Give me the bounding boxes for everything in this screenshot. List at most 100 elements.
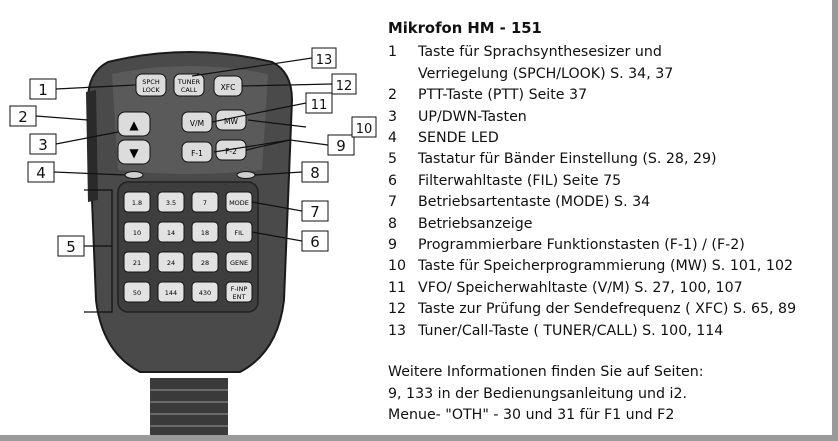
key-144[interactable]: 144 xyxy=(157,281,185,303)
status-led xyxy=(236,171,256,179)
f2-key[interactable]: F-2 xyxy=(215,139,247,161)
svg-text:V/M: V/M xyxy=(190,119,204,128)
svg-text:144: 144 xyxy=(165,289,177,297)
key-10[interactable]: 10 xyxy=(123,221,151,243)
svg-text:4: 4 xyxy=(36,164,46,182)
svg-text:11: 11 xyxy=(311,98,328,113)
keypad: 1.8 3.5 7 10 14 18 21 24 28 50 144 430 M… xyxy=(123,191,253,303)
gene-key[interactable]: GENE xyxy=(225,251,253,273)
key-14[interactable]: 14 xyxy=(157,221,185,243)
page-title: Mikrofon HM - 151 xyxy=(388,20,542,37)
f1-key[interactable]: F-1 xyxy=(181,141,213,163)
key-3-5[interactable]: 3.5 xyxy=(157,191,185,213)
svg-text:21: 21 xyxy=(133,259,141,267)
svg-text:SPCH: SPCH xyxy=(142,78,160,86)
svg-text:▲: ▲ xyxy=(129,118,139,132)
svg-text:12: 12 xyxy=(336,79,353,94)
svg-text:▼: ▼ xyxy=(129,146,139,160)
list-item: Verriegelung (SPCH/LOOK) S. 34, 37 xyxy=(418,65,674,82)
key-21[interactable]: 21 xyxy=(123,251,151,273)
callout-7: 7 xyxy=(301,200,329,222)
key-28[interactable]: 28 xyxy=(191,251,219,273)
callout-9: 9 xyxy=(327,134,355,156)
svg-text:ENT: ENT xyxy=(233,293,246,301)
callout-5: 5 xyxy=(57,235,85,257)
svg-text:1.8: 1.8 xyxy=(132,199,142,207)
svg-text:7: 7 xyxy=(310,203,320,221)
svg-text:7: 7 xyxy=(203,199,207,207)
svg-text:XFC: XFC xyxy=(221,83,236,92)
up-key[interactable]: ▲ xyxy=(117,111,151,137)
down-key[interactable]: ▼ xyxy=(117,139,151,165)
key-1-8[interactable]: 1.8 xyxy=(123,191,151,213)
svg-text:28: 28 xyxy=(201,259,209,267)
ptt-side-bar xyxy=(86,90,98,202)
callout-12: 12 xyxy=(331,73,357,95)
callout-4: 4 xyxy=(27,161,55,183)
svg-text:MW: MW xyxy=(224,117,238,126)
svg-text:14: 14 xyxy=(167,229,175,237)
svg-text:10: 10 xyxy=(133,229,141,237)
key-50[interactable]: 50 xyxy=(123,281,151,303)
svg-text:GENE: GENE xyxy=(230,259,248,267)
microphone-illustration: SPCH LOCK TUNER CALL XFC ▲ ▼ V/M MW F-1 … xyxy=(0,0,380,435)
svg-text:5: 5 xyxy=(66,238,76,256)
svg-text:8: 8 xyxy=(310,164,320,182)
key-430[interactable]: 430 xyxy=(191,281,219,303)
note-line: Menue- "OTH" - 30 und 31 für F1 und F2 xyxy=(388,406,675,423)
svg-text:F-INP: F-INP xyxy=(231,285,248,293)
callout-2: 2 xyxy=(9,105,37,127)
svg-text:F-2: F-2 xyxy=(225,147,237,156)
callout-6: 6 xyxy=(301,230,329,252)
callout-13: 13 xyxy=(311,47,337,69)
mw-key[interactable]: MW xyxy=(215,109,247,131)
xfc-key[interactable]: XFC xyxy=(213,75,243,97)
spacer xyxy=(388,342,828,362)
callout-8: 8 xyxy=(301,161,329,183)
key-7[interactable]: 7 xyxy=(191,191,219,213)
svg-text:MODE: MODE xyxy=(229,199,249,207)
svg-text:LOCK: LOCK xyxy=(142,86,160,94)
note-line: 9, 133 in der Bedienungsanleitung und i2… xyxy=(388,385,688,402)
frame-shadow-right xyxy=(832,0,838,441)
svg-text:24: 24 xyxy=(167,259,175,267)
fil-key[interactable]: FIL xyxy=(225,221,253,243)
svg-text:2: 2 xyxy=(18,108,28,126)
svg-text:6: 6 xyxy=(310,233,320,251)
spch-lock-key[interactable]: SPCH LOCK xyxy=(135,73,167,97)
mode-key[interactable]: MODE xyxy=(225,191,253,213)
svg-text:3: 3 xyxy=(38,136,48,154)
callout-3: 3 xyxy=(29,133,57,155)
note-line: Weitere Informationen finden Sie auf Sei… xyxy=(388,364,704,381)
cable xyxy=(150,378,228,435)
svg-text:430: 430 xyxy=(199,289,211,297)
tuner-call-key[interactable]: TUNER CALL xyxy=(173,73,205,97)
vm-key[interactable]: V/M xyxy=(181,111,213,133)
svg-text:9: 9 xyxy=(336,137,346,155)
svg-text:3.5: 3.5 xyxy=(166,199,176,207)
key-18[interactable]: 18 xyxy=(191,221,219,243)
frame-shadow-bottom xyxy=(0,435,838,441)
svg-text:1: 1 xyxy=(38,81,48,99)
svg-text:10: 10 xyxy=(356,122,373,137)
svg-text:TUNER: TUNER xyxy=(177,78,201,86)
svg-text:F-1: F-1 xyxy=(191,149,203,158)
key-24[interactable]: 24 xyxy=(157,251,185,273)
callout-11: 11 xyxy=(305,92,333,114)
transmit-led xyxy=(124,171,144,179)
svg-text:FIL: FIL xyxy=(234,229,244,237)
